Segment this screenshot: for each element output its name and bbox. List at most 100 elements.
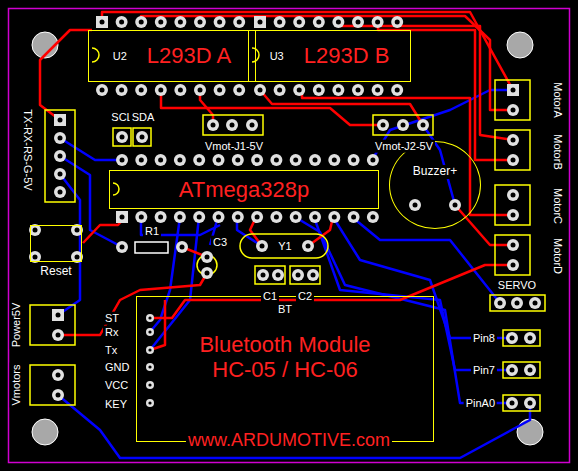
pad (377, 119, 389, 131)
pad (270, 211, 282, 223)
pad (391, 16, 403, 28)
pad (293, 84, 305, 96)
board-outline (9, 9, 570, 463)
silkscreen-label: KEY (103, 398, 129, 411)
silkscreen-label: ST (103, 312, 121, 325)
node-text: ATmega328p (177, 177, 311, 202)
pad (254, 84, 266, 96)
pad (201, 251, 213, 263)
pad (511, 297, 523, 309)
pad (352, 84, 364, 96)
pad (391, 84, 403, 96)
pad (135, 16, 147, 28)
pad (174, 154, 186, 166)
pad (367, 154, 379, 166)
pad (348, 154, 360, 166)
pad (233, 84, 245, 96)
pad (397, 119, 409, 131)
pad (290, 211, 302, 223)
pad (328, 211, 340, 223)
pad (136, 131, 148, 143)
pad (257, 269, 269, 281)
pad (506, 364, 518, 376)
silkscreen-label: MotorD (552, 236, 565, 276)
microcontroller-chip: ATmega328p (109, 170, 379, 209)
pad (155, 211, 167, 223)
pad (494, 297, 506, 309)
pad (254, 16, 266, 28)
pad (194, 16, 206, 28)
pad (96, 84, 108, 96)
pad (529, 297, 541, 309)
silkscreen-label: PinA0 (464, 397, 497, 410)
pad (54, 168, 66, 180)
pad (116, 154, 128, 166)
silkscreen-label: R1 (143, 225, 161, 238)
pad (207, 119, 219, 131)
pad (52, 329, 64, 341)
pad (506, 332, 518, 344)
pad (174, 84, 186, 96)
reset-button: Reset (30, 225, 82, 262)
pad (116, 84, 128, 96)
silkscreen-label: MotorB (552, 132, 565, 171)
pad (155, 84, 167, 96)
pad (54, 150, 66, 162)
silkscreen-label: Power5V (10, 301, 23, 350)
pad (507, 259, 519, 271)
pad (135, 211, 147, 223)
pad (135, 84, 147, 96)
pad (174, 16, 186, 28)
pad (274, 16, 286, 28)
pad (214, 84, 226, 96)
silkscreen-label: TX-RX-RS-G-5V (22, 107, 35, 192)
pad (328, 154, 340, 166)
pad (292, 269, 304, 281)
silkscreen-label: Vmotors (10, 363, 23, 408)
pad (116, 241, 128, 253)
pad (307, 269, 319, 281)
pad (194, 84, 206, 96)
pad (332, 16, 344, 28)
pad (251, 154, 263, 166)
pad (506, 397, 518, 409)
pad (52, 369, 64, 381)
pad (290, 154, 302, 166)
silkscreen-label: C2 (296, 290, 314, 303)
pad (193, 154, 205, 166)
pad (313, 84, 325, 96)
node-text: L293D B (302, 43, 392, 68)
pad (313, 16, 325, 28)
pad (54, 114, 66, 126)
silkscreen-label: Pin8 (471, 332, 497, 345)
pad (524, 397, 536, 409)
pad (352, 16, 364, 28)
node-text: BT (276, 303, 294, 316)
pad (507, 104, 519, 116)
silkscreen-label: MotorC (552, 186, 565, 226)
node-text: Bluetooth Module HC-05 / HC-06 (183, 332, 387, 383)
pad (309, 154, 321, 166)
pad (146, 314, 154, 322)
pad (54, 186, 66, 198)
buzzer-circle: Buzzer+ (389, 141, 481, 229)
pad (96, 16, 108, 28)
pad (155, 16, 167, 28)
pad (213, 211, 225, 223)
pad (309, 211, 321, 223)
silkscreen-label: SERVO (496, 279, 538, 292)
bluetooth-module: BT Bluetooth Module HC-05 / HC-06 (136, 296, 434, 442)
pad (174, 211, 186, 223)
silkscreen-label: Rx (103, 326, 120, 339)
pad (256, 240, 268, 252)
pad (524, 332, 536, 344)
pad (146, 328, 154, 336)
pad (270, 154, 282, 166)
node-text: Reset (38, 265, 73, 279)
node-text: Buzzer+ (411, 165, 459, 179)
pad (507, 189, 519, 201)
pad (155, 154, 167, 166)
silkscreen-label: GND (103, 361, 131, 374)
